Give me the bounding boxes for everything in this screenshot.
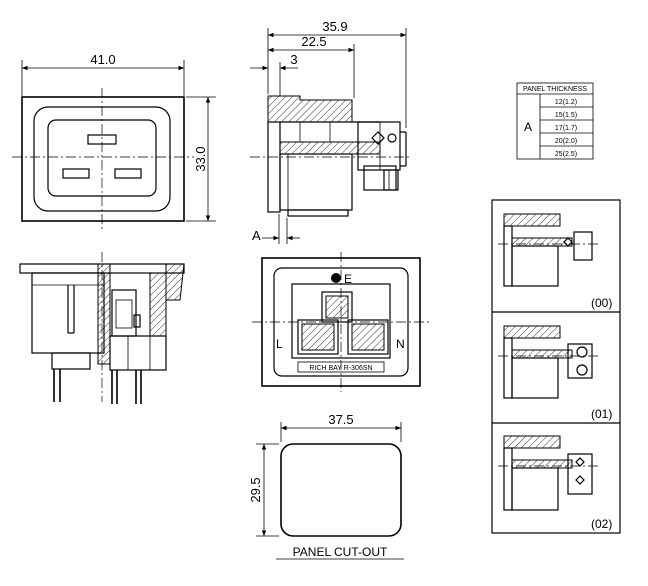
side-mid-dim: 22.5: [301, 34, 326, 49]
panel-cutout-view: 37.5 29.5 PANEL CUT-OUT: [248, 412, 404, 560]
table-cell: 25(2.5): [555, 151, 577, 158]
front-width-dim: 41.0: [90, 52, 115, 67]
side-view: 35.9 22.5 3 A: [250, 19, 412, 244]
section-view: [19, 252, 185, 404]
table-cell: 15(1.5): [555, 112, 577, 119]
front-height-dim: 33.0: [193, 146, 208, 171]
cutout-width-dim: 37.5: [328, 412, 353, 427]
cutout-height-dim: 29.5: [248, 477, 263, 502]
earth-symbol-icon: [331, 273, 341, 283]
table-row-label: A: [524, 120, 532, 134]
side-overall-dim: 35.9: [322, 19, 347, 34]
front-view: 41.0 33.0: [12, 52, 216, 232]
side-small-dim: 3: [290, 52, 297, 67]
variant-02-drawing: [498, 435, 598, 511]
earth-label: E: [344, 272, 352, 286]
socket-face-view: E L N RICH BAY R-306SN: [252, 252, 430, 392]
cutout-title: PANEL CUT-OUT: [293, 545, 388, 559]
variant-00-label: (00): [591, 296, 612, 310]
table-cell: 17(1.7): [555, 125, 577, 132]
neutral-label: N: [396, 337, 405, 351]
table-header: PANEL THICKNESS: [523, 86, 587, 93]
variant-panels: (00) (01) (02): [491, 199, 621, 534]
line-label: L: [276, 337, 283, 351]
panel-thickness-table: PANEL THICKNESS A 12(1.2) 15(1.5) 17(1.7…: [516, 82, 594, 160]
table-cell: 12(1.2): [555, 99, 577, 106]
variant-02-label: (02): [591, 517, 612, 531]
table-cell: 20(2.0): [555, 138, 577, 145]
variant-01-drawing: [498, 325, 598, 399]
panel-thickness-label: A: [252, 228, 261, 243]
variant-01-label: (01): [591, 407, 612, 421]
variant-00-drawing: [498, 213, 598, 287]
